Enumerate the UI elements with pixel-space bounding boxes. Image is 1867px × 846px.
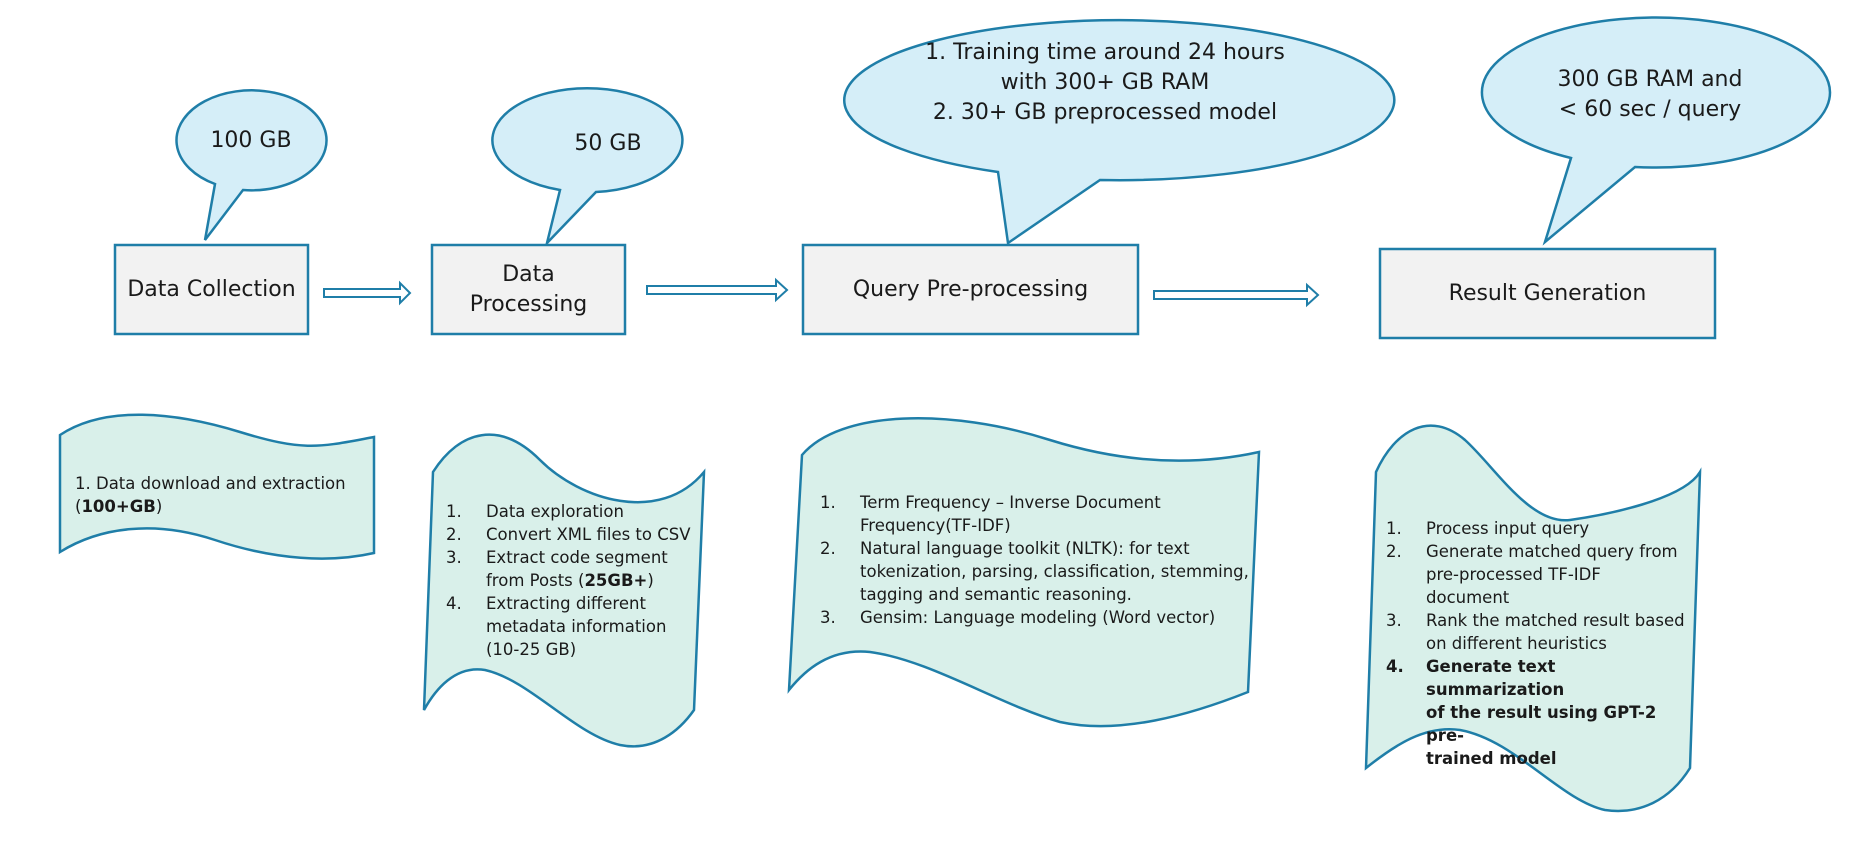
- note-list-item: 3. Rank the matched result based on diff…: [1386, 609, 1696, 655]
- stage-label-line: Processing: [469, 291, 588, 317]
- stage-label-result-generation: Result Generation: [1380, 249, 1715, 338]
- callout-text-50gb: 50 GB: [513, 118, 703, 170]
- stage-label-line: Result Generation: [1448, 280, 1647, 306]
- callout-line: 50 GB: [574, 131, 642, 156]
- callout-line: with 300+ GB RAM: [1000, 70, 1210, 95]
- note-text-bold: 25GB+: [584, 571, 648, 590]
- callout-bubble-training: [843, 18, 1396, 246]
- note-item-line: Frequency(TF-IDF): [860, 516, 1011, 535]
- note-item-line: Term Frequency – Inverse Document: [860, 493, 1161, 512]
- note-item-number: 2.: [820, 539, 836, 558]
- note-list-item: 2. Convert XML files to CSV: [446, 523, 696, 546]
- note-item-line: pre-processed TF-IDF: [1426, 565, 1601, 584]
- note-item-line: tokenization, parsing, classification, s…: [860, 562, 1249, 581]
- note-item-number: 1.: [1386, 519, 1402, 538]
- note-wave-shape-3: [787, 417, 1261, 728]
- stage-box-data-processing: [430, 243, 627, 336]
- stage-label-line: Data: [502, 261, 555, 287]
- note-list-item: 2. Natural language toolkit (NLTK): for …: [820, 537, 1250, 606]
- note-wave-shape-4: [1364, 424, 1702, 813]
- note-line: (100+GB): [75, 495, 365, 518]
- callout-line: 1. Training time around 24 hours: [925, 40, 1285, 65]
- note-text-data-collection: 1. Data download and extraction (100+GB): [75, 472, 365, 518]
- note-item-number: 3.: [820, 608, 836, 627]
- note-item-line: Convert XML files to CSV: [486, 525, 691, 544]
- note-item-number: 3.: [446, 548, 462, 567]
- note-item-line: on different heuristics: [1426, 634, 1607, 653]
- callout-line: 100 GB: [210, 128, 292, 153]
- stage-label-data-collection: Data Collection: [115, 245, 308, 334]
- note-item-number: 1.: [446, 502, 462, 521]
- note-item-line: (10-25 GB): [486, 640, 577, 659]
- note-list-query-preprocessing: 1. Term Frequency – Inverse Document Fre…: [820, 491, 1250, 629]
- note-item-line: metadata information: [486, 617, 667, 636]
- note-item-number: 2.: [1386, 542, 1402, 561]
- note-item-line: Extract code segment: [486, 548, 668, 567]
- note-list-item: 3. Gensim: Language modeling (Word vecto…: [820, 606, 1250, 629]
- note-text-fragment: ): [647, 571, 654, 590]
- callout-line: < 60 sec / query: [1558, 97, 1742, 122]
- note-item-number: 1.: [820, 493, 836, 512]
- note-item-line: Data exploration: [486, 502, 624, 521]
- stage-label-line: Data Collection: [127, 276, 296, 302]
- note-item-line: Gensim: Language modeling (Word vector): [860, 608, 1216, 627]
- callout-bubble-100gb: [175, 89, 328, 241]
- note-list-item: 1. Data exploration: [446, 500, 696, 523]
- callout-bubble-ram-query: [1480, 16, 1832, 246]
- note-list-result-generation: 1. Process input query 2. Generate match…: [1386, 517, 1696, 770]
- stage-label-data-processing: Data Processing: [432, 245, 625, 334]
- note-list-data-processing: 1. Data exploration 2. Convert XML files…: [446, 500, 696, 661]
- callout-bubble-50gb: [491, 86, 684, 248]
- note-item-line: Rank the matched result based: [1426, 611, 1685, 630]
- callout-text-100gb: 100 GB: [176, 116, 326, 166]
- note-item-line: Generate matched query from: [1426, 542, 1678, 561]
- flow-arrow-3: [1153, 282, 1320, 308]
- note-item-number: 3.: [1386, 611, 1402, 630]
- stage-label-query-preprocessing: Query Pre-processing: [803, 245, 1138, 334]
- note-item-line: trained model: [1426, 749, 1557, 768]
- note-wave-shape-1: [58, 413, 376, 560]
- note-list-item: 1. Term Frequency – Inverse Document Fre…: [820, 491, 1250, 537]
- note-text-fragment: ): [155, 497, 163, 516]
- flow-arrow-2: [646, 277, 789, 303]
- note-text-bold: 100+GB: [81, 497, 156, 516]
- stage-box-data-collection: [113, 243, 310, 336]
- note-item-number: 4.: [1386, 657, 1404, 676]
- note-list-item: 3. Extract code segment from Posts (25GB…: [446, 546, 696, 592]
- stage-box-query-preprocessing: [801, 243, 1140, 336]
- stage-label-line: Query Pre-processing: [852, 276, 1089, 302]
- note-item-number: 2.: [446, 525, 462, 544]
- note-item-line: Process input query: [1426, 519, 1590, 538]
- note-text-fragment: from Posts (: [486, 571, 585, 590]
- note-list-item: 4. Extracting different metadata informa…: [446, 592, 696, 661]
- note-text-fragment: (: [75, 497, 82, 516]
- note-list-item: 4. Generate text summarization of the re…: [1386, 655, 1696, 770]
- note-item-line: Extracting different: [486, 594, 646, 613]
- note-item-line: Natural language toolkit (NLTK): for tex…: [860, 539, 1190, 558]
- callout-line: 2. 30+ GB preprocessed model: [932, 100, 1278, 125]
- callout-line: 300 GB RAM and: [1557, 67, 1743, 92]
- note-item-line: of the result using GPT-2 pre-: [1426, 703, 1657, 745]
- note-item-line: document: [1426, 588, 1510, 607]
- callout-text-ram-query: 300 GB RAM and < 60 sec / query: [1490, 60, 1810, 130]
- note-line: 1. Data download and extraction: [75, 474, 346, 493]
- note-item-number: 4.: [446, 594, 462, 613]
- note-item-line: tagging and semantic reasoning.: [860, 585, 1132, 604]
- note-list-item: 1. Process input query: [1386, 517, 1696, 540]
- note-item-line: Generate text summarization: [1426, 657, 1565, 699]
- note-item-line: from Posts (25GB+): [486, 569, 668, 592]
- flow-arrow-1: [323, 280, 412, 306]
- stage-box-result-generation: [1378, 247, 1717, 340]
- callout-text-training: 1. Training time around 24 hours with 30…: [830, 33, 1380, 133]
- note-wave-shape-2: [422, 433, 706, 748]
- note-list-item: 2. Generate matched query from pre-proce…: [1386, 540, 1696, 609]
